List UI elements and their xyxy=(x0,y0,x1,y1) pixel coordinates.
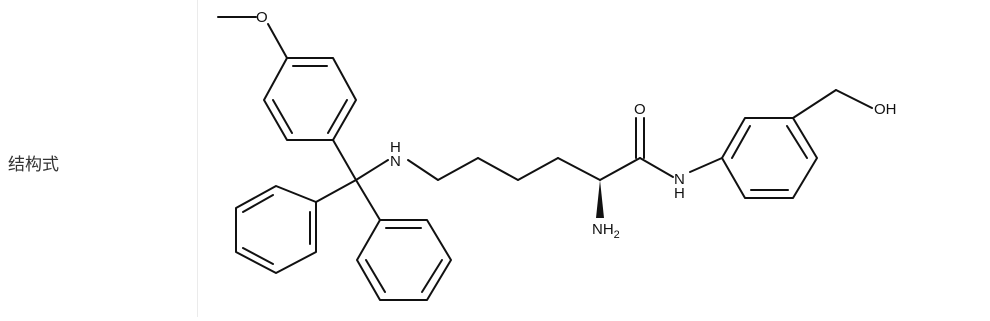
bond xyxy=(242,247,274,265)
table-divider xyxy=(197,0,198,317)
bond xyxy=(267,23,288,59)
ring-phenyl-right xyxy=(356,219,452,301)
structure-label: 结构式 xyxy=(8,155,59,175)
bond xyxy=(327,99,348,134)
bond xyxy=(731,125,751,159)
atom-n-amide: N xyxy=(674,171,685,188)
atom-nh2-subscript: 2 xyxy=(614,229,620,241)
bond xyxy=(835,89,873,109)
structure-cell: O H N O N H OH NH2 xyxy=(198,0,990,317)
bond xyxy=(272,99,293,134)
atom-oh: OH xyxy=(874,101,897,118)
bond xyxy=(599,157,641,181)
bond xyxy=(639,157,674,178)
ring-phenyl-left xyxy=(235,185,317,274)
bond xyxy=(355,179,381,221)
ring-methoxyphenyl xyxy=(263,57,357,141)
bond xyxy=(689,157,723,173)
property-label-cell: 结构式 xyxy=(0,0,197,317)
bond xyxy=(517,157,559,181)
bond xyxy=(355,159,389,181)
atom-h-amine: H xyxy=(390,139,401,156)
bond xyxy=(365,259,386,293)
bond xyxy=(421,259,443,293)
bond xyxy=(407,159,439,181)
atom-nh2: NH2 xyxy=(592,221,620,241)
bond xyxy=(792,89,837,119)
bond xyxy=(477,157,519,181)
chemical-structure-diagram: O H N O N H OH NH2 xyxy=(217,9,897,301)
atom-n-amine: N xyxy=(390,153,401,170)
atom-o-methoxy: O xyxy=(256,9,268,26)
ring-hydroxymethylphenyl xyxy=(721,117,818,199)
atom-o-carbonyl: O xyxy=(634,101,646,118)
bond xyxy=(242,194,274,213)
bond xyxy=(315,179,357,203)
bond xyxy=(437,157,479,181)
bond xyxy=(786,125,808,159)
bond xyxy=(557,157,601,181)
atom-nh2-main: NH xyxy=(592,221,614,238)
bond xyxy=(332,139,357,181)
bonds xyxy=(217,16,873,301)
stereo-wedge xyxy=(596,180,604,218)
atom-h-amide: H xyxy=(674,185,685,202)
